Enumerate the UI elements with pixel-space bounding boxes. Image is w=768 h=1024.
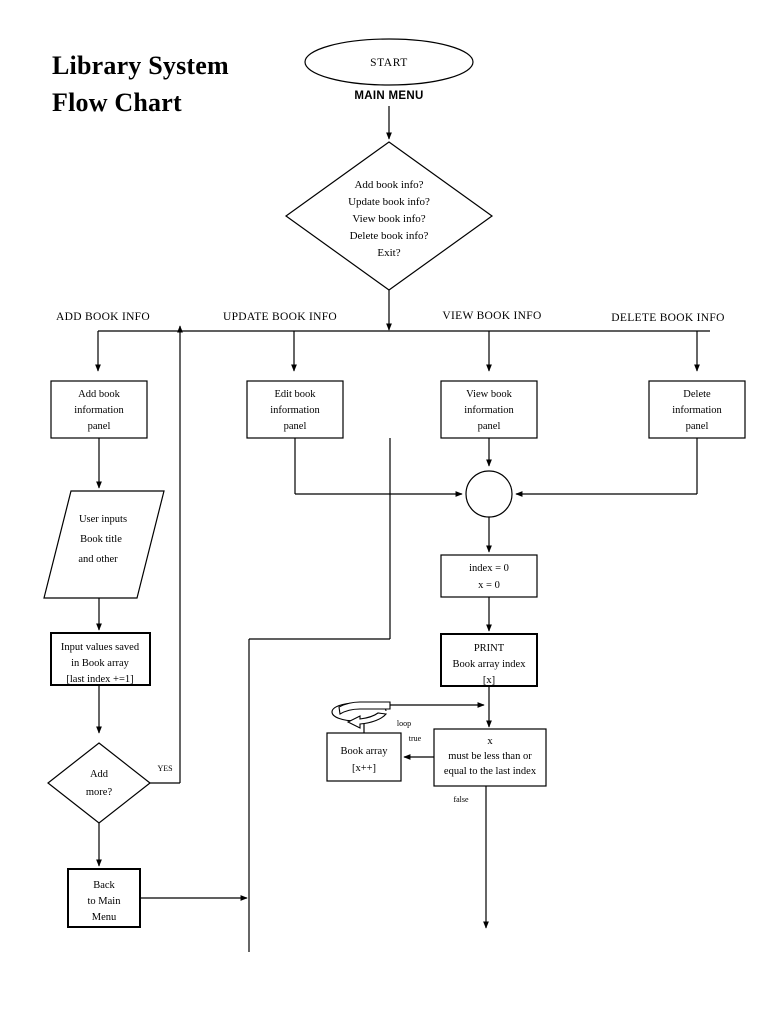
increment-line-2: [x++] [352,763,376,774]
add-more-line-2: more? [86,787,113,798]
loop-condition-line-3: equal to the last index [444,766,537,777]
user-input-line-3: and other [78,554,118,565]
menu-option-delete: Delete book info? [350,230,429,242]
back-to-menu-line-1: Back [93,880,115,891]
menu-option-exit: Exit? [377,247,400,259]
print-line-2: Book array index [453,659,527,670]
edge-label-false: false [453,795,469,804]
loop-condition-box [433,728,547,787]
add-more-line-1: Add [90,769,109,780]
edit-panel-line-1: Edit book [274,389,316,400]
merge-connector-circle [465,470,513,518]
page-title: Library System Flow Chart [52,48,332,122]
increment-line-1: Book array [341,746,389,757]
menu-option-add: Add book info? [354,179,423,191]
back-to-menu-line-2: to Main [88,896,122,907]
loop-condition-line-2: must be less than or [448,751,532,762]
start-ellipse [304,38,474,86]
add-panel-line-2: information [74,405,124,416]
user-input-line-1: User inputs [79,514,127,525]
add-more-diamond [47,742,151,824]
add-panel-line-1: Add book [78,389,120,400]
menu-option-view: View book info? [352,213,425,225]
loop-cycle-icon [331,701,391,729]
main-menu-label: MAIN MENU [354,90,423,102]
saved-values-line-3: [last index +=1] [66,674,133,685]
add-panel-line-3: panel [88,421,111,432]
add-panel-box [50,380,148,439]
edit-panel-line-3: panel [284,421,307,432]
edge-label-loop: loop [397,719,411,728]
user-input-line-2: Book title [80,534,122,545]
saved-values-line-2: in Book array [71,658,129,669]
start-label: START [370,57,408,69]
view-panel-box [440,380,538,439]
print-line-3: [x] [483,675,495,686]
view-panel-line-1: View book [466,389,512,400]
edge-label-true: true [409,734,422,743]
page-title-line-2: Flow Chart [52,87,182,117]
delete-panel-line-3: panel [686,421,709,432]
delete-panel-line-1: Delete [683,389,711,400]
user-input-parallelogram [43,490,165,599]
init-index-line-2: x = 0 [478,580,500,591]
branch-label-delete: DELETE BOOK INFO [611,312,724,324]
increment-box [326,732,402,782]
edit-panel-line-2: information [270,405,320,416]
branch-label-add: ADD BOOK INFO [56,311,150,323]
back-to-menu-line-3: Menu [92,912,117,923]
print-book-box [440,633,538,687]
print-line-1: PRINT [474,643,505,654]
saved-values-line-1: Input values saved [61,642,140,653]
saved-values-box [50,632,151,686]
loop-condition-line-1: x [487,736,493,747]
branch-label-update: UPDATE BOOK INFO [223,311,337,323]
branch-label-view: VIEW BOOK INFO [442,310,541,322]
page-title-line-1: Library System [52,51,229,80]
init-index-box [440,554,538,598]
edge-label-yes: YES [157,764,172,773]
view-panel-line-3: panel [478,421,501,432]
view-panel-line-2: information [464,405,514,416]
menu-option-update: Update book info? [348,196,430,208]
delete-panel-line-2: information [672,405,722,416]
init-index-line-1: index = 0 [469,563,509,574]
